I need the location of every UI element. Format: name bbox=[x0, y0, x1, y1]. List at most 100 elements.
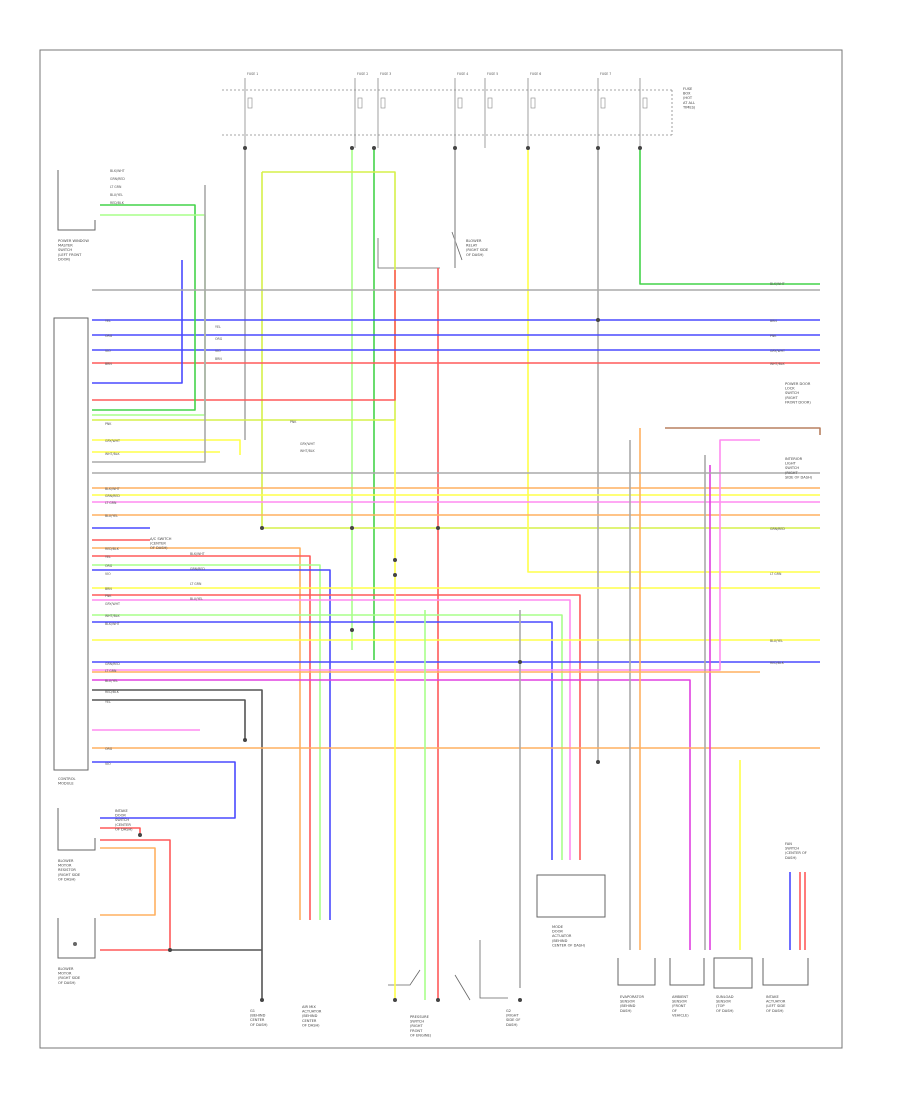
evaporator-sensor-box bbox=[617, 958, 656, 986]
wire-color-label: RED/BLK bbox=[110, 201, 125, 205]
wire-red bbox=[100, 827, 141, 835]
wire-color-label: GRY/WHT bbox=[770, 349, 785, 353]
wire-red bbox=[92, 270, 396, 401]
wire-brown bbox=[665, 427, 821, 435]
wire-color-label: BLU/YEL bbox=[110, 193, 123, 197]
sunload-sensor-box bbox=[713, 957, 753, 989]
splice-point bbox=[243, 738, 247, 742]
wire-color-label: BLU/YEL bbox=[105, 514, 118, 518]
wire-color-label: PNK bbox=[770, 334, 777, 338]
wire-green bbox=[639, 148, 820, 285]
wire-blue bbox=[92, 569, 331, 920]
fuse-label: FUSE 7 bbox=[600, 72, 611, 76]
wire-yellow bbox=[527, 148, 820, 573]
wire-color-label: BLU/YEL bbox=[190, 597, 203, 601]
wire-color-label: WHT/BLK bbox=[105, 452, 121, 456]
wire-black bbox=[92, 699, 246, 740]
wire-color-label: ORG bbox=[215, 337, 223, 341]
wire-color-label: LT GRN bbox=[190, 582, 202, 586]
power-window-switch-connector bbox=[57, 170, 96, 231]
wire-yellow bbox=[92, 439, 241, 455]
wire-color-label: ORG bbox=[105, 747, 113, 751]
wire-color-label: YEL bbox=[105, 319, 111, 323]
wire-color-label: VIO bbox=[105, 762, 111, 766]
wire-orange bbox=[100, 847, 156, 916]
splice-point bbox=[518, 660, 522, 664]
splice-point bbox=[638, 146, 642, 150]
wire-color-label: RED/BLK bbox=[105, 690, 120, 694]
splice-point bbox=[436, 526, 440, 530]
wire-color-label: ORG bbox=[105, 334, 113, 338]
fuse-element bbox=[457, 97, 463, 109]
control-module-connector bbox=[53, 317, 89, 771]
wire-orange bbox=[92, 547, 301, 920]
wire-color-label: LT GRN bbox=[110, 185, 122, 189]
blower-motor-body bbox=[57, 918, 96, 959]
wire-color-label: BRN bbox=[105, 362, 112, 366]
wire-gray bbox=[92, 185, 206, 463]
fuse-element bbox=[357, 97, 363, 109]
splice-point bbox=[168, 948, 172, 952]
splice-point bbox=[350, 526, 354, 530]
splice-point bbox=[393, 573, 397, 577]
splice-point bbox=[372, 146, 376, 150]
splice-point bbox=[350, 628, 354, 632]
fuse-label: FUSE 2 bbox=[357, 72, 368, 76]
wire-color-label: BLK/WHT bbox=[110, 169, 125, 173]
fuse-element bbox=[600, 97, 606, 109]
wire-color-label: VIO bbox=[215, 349, 221, 353]
wire-color-label: GRN/RED bbox=[105, 662, 120, 666]
wire-color-label: LT GRN bbox=[105, 669, 117, 673]
fuse-element bbox=[487, 97, 493, 109]
wire-color-label: PNK bbox=[290, 420, 297, 424]
diagram-frame bbox=[39, 49, 843, 1049]
wire-color-label: BRN bbox=[770, 319, 777, 323]
wire-light-green bbox=[92, 564, 321, 920]
wire-color-label: ORG bbox=[105, 564, 113, 568]
wire-color-label: GRN/RED bbox=[770, 527, 785, 531]
blower-resistor-connector bbox=[57, 808, 96, 851]
splice-point bbox=[138, 833, 142, 837]
wire-color-label: PNK bbox=[105, 422, 112, 426]
wire-color-label: GRY/WHT bbox=[300, 442, 315, 446]
wire-color-label: BLK/WHT bbox=[190, 552, 205, 556]
fuse-label: FUSE 4 bbox=[457, 72, 468, 76]
fuse-element bbox=[380, 97, 386, 109]
wire-color-label: GRN/RED bbox=[190, 567, 205, 571]
wire-color-label: BRN bbox=[215, 357, 222, 361]
wire-black bbox=[92, 689, 263, 1000]
wire-color-label: YEL bbox=[215, 325, 221, 329]
wire-color-label: RED/BLK bbox=[770, 661, 785, 665]
splice-point bbox=[526, 146, 530, 150]
wire-red bbox=[92, 594, 581, 860]
splice-point bbox=[393, 558, 397, 562]
splice-point bbox=[596, 760, 600, 764]
wire-blue bbox=[92, 621, 553, 860]
wire-color-label: GRY/WHT bbox=[105, 439, 120, 443]
splice-point bbox=[393, 998, 397, 1002]
wire-color-label: GRY/WHT bbox=[105, 602, 120, 606]
wire-color-label: LT GRN bbox=[770, 572, 782, 576]
wire-color-label: VIO bbox=[105, 349, 111, 353]
wire-green bbox=[92, 204, 196, 411]
wire-color-label: YEL bbox=[105, 700, 111, 704]
wire-color-label: BLU/YEL bbox=[770, 639, 783, 643]
wire-color-label: LT GRN bbox=[105, 501, 117, 505]
wire-magenta bbox=[92, 679, 691, 950]
wire-color-label: WHT/BLK bbox=[300, 449, 316, 453]
splice-point bbox=[260, 526, 264, 530]
wire-pink bbox=[92, 439, 760, 671]
